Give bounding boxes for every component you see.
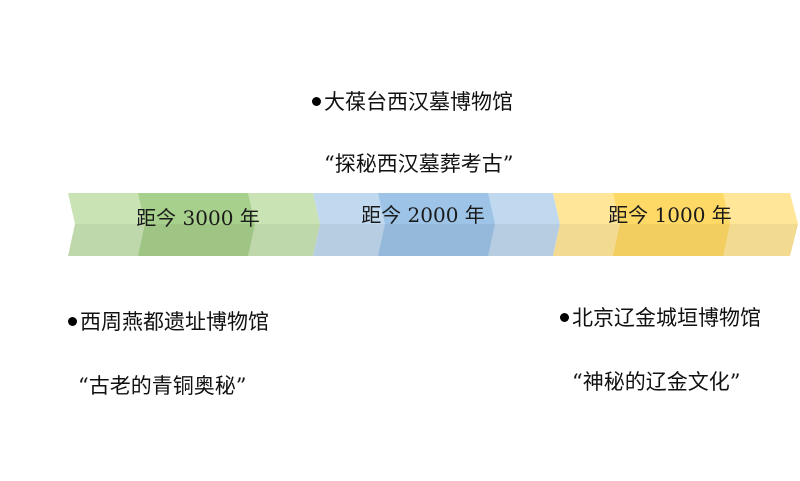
segment-label-1000: 距今 1000 年 [608, 203, 732, 227]
note-title-text: 西周燕都遗址博物馆 [80, 310, 269, 334]
timeline-segment-3000 [68, 193, 320, 256]
timeline-segment-2000 [313, 193, 560, 256]
note-subtitle: “探秘西汉墓葬考古” [324, 152, 514, 176]
note-title: 西周燕都遗址博物馆 [68, 306, 269, 336]
note-title-text: 大葆台西汉墓博物馆 [324, 90, 513, 114]
bullet-icon [312, 97, 321, 106]
bullet-icon [68, 317, 77, 326]
bullet-icon [560, 313, 569, 322]
note-title: 大葆台西汉墓博物馆 [312, 86, 513, 116]
segment-label-3000: 距今 3000 年 [136, 206, 260, 230]
note-title: 北京辽金城垣博物馆 [560, 302, 761, 332]
note-subtitle: “神秘的辽金文化” [572, 370, 741, 394]
note-title-text: 北京辽金城垣博物馆 [572, 306, 761, 330]
note-subtitle: “古老的青铜奥秘” [78, 374, 247, 398]
timeline-segment-1000 [553, 193, 798, 256]
note-xizhou: 西周燕都遗址博物馆 “古老的青铜奥秘” [68, 306, 269, 400]
note-dabaotai: 大葆台西汉墓博物馆 “探秘西汉墓葬考古” [312, 86, 513, 178]
note-liaojin: 北京辽金城垣博物馆 “神秘的辽金文化” [560, 302, 761, 396]
segment-label-2000: 距今 2000 年 [361, 203, 485, 227]
